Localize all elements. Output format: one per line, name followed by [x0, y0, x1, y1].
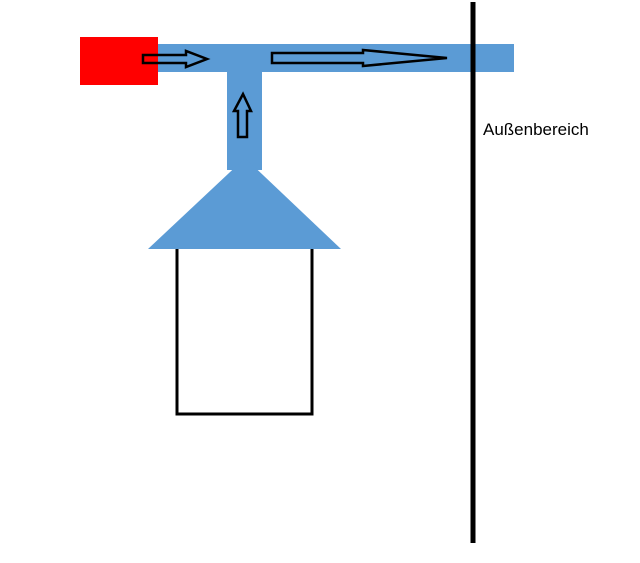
horizontal-duct — [140, 44, 514, 72]
flow-arrow-up-icon — [231, 91, 253, 139]
extractor-hood — [148, 158, 341, 249]
vertical-duct — [227, 72, 262, 170]
flow-arrow-right-small-icon — [141, 49, 211, 69]
house-outline — [175, 249, 314, 416]
flow-arrow-right-long-icon — [270, 48, 448, 68]
fan-block — [80, 37, 158, 85]
outside-area-label: Außenbereich — [483, 120, 589, 139]
